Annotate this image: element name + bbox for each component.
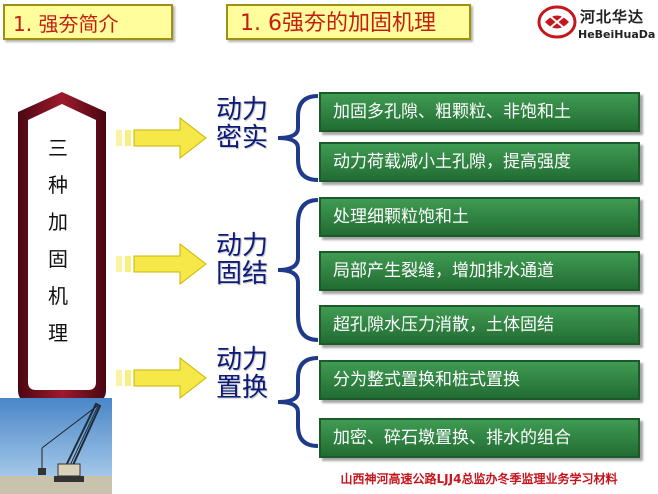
mechanism-item: 分为整式置换和桩式置换	[319, 360, 640, 400]
crane-image	[0, 398, 112, 494]
brace-icon	[277, 356, 319, 448]
category-label-line: 动力	[215, 95, 268, 125]
arrow-right-icon	[116, 242, 207, 286]
category-label-line: 固结	[215, 259, 268, 289]
footer-text: 山西神河高速公路LJJ4总监办冬季监理业务学习材料	[340, 472, 618, 486]
pillar-char: 固	[48, 247, 68, 271]
mechanism-item: 加固多孔隙、粗颗粒、非饱和土	[319, 92, 640, 132]
pillar-frame	[18, 92, 106, 402]
pillar-char: 理	[48, 321, 68, 345]
pillar-char: 加	[48, 210, 68, 234]
mechanism-item: 超孔隙水压力消散，土体固结	[319, 305, 640, 345]
pillar-text: 三 种 加 固 机 理	[38, 130, 78, 352]
category-label-line: 动力	[215, 231, 268, 261]
category-label-dynamic-replacement: 动力 置换	[212, 346, 272, 402]
pillar-char: 机	[48, 284, 68, 308]
arrow-right-icon	[116, 356, 207, 400]
mechanism-item: 处理细颗粒饱和土	[319, 197, 640, 237]
brace-icon	[277, 198, 319, 342]
logo-name-cn: 河北华达	[580, 8, 645, 26]
category-label-line: 密实	[215, 123, 268, 153]
mechanism-item: 局部产生裂缝，增加排水通道	[319, 251, 640, 291]
brace-icon	[277, 94, 319, 182]
hebei-huada-logo-icon	[537, 5, 577, 39]
category-label-dynamic-consolidation: 动力 固结	[212, 232, 272, 288]
category-label-dynamic-compaction: 动力 密实	[212, 96, 272, 152]
mechanism-item: 加密、碎石墩置换、排水的组合	[319, 418, 640, 458]
category-label-line: 动力	[215, 345, 268, 375]
mechanism-item: 动力荷载减小土孔隙，提高强度	[319, 142, 640, 182]
arrow-right-icon	[116, 116, 207, 160]
section-tag: 1. 强夯简介	[3, 4, 173, 40]
pillar-char: 种	[48, 173, 68, 197]
pillar-char: 三	[48, 136, 68, 160]
category-label-line: 置换	[215, 373, 268, 403]
slide-title: 1. 6强夯的加固机理	[226, 4, 471, 40]
logo-name-en: HeBeiHuaDa	[578, 28, 656, 41]
